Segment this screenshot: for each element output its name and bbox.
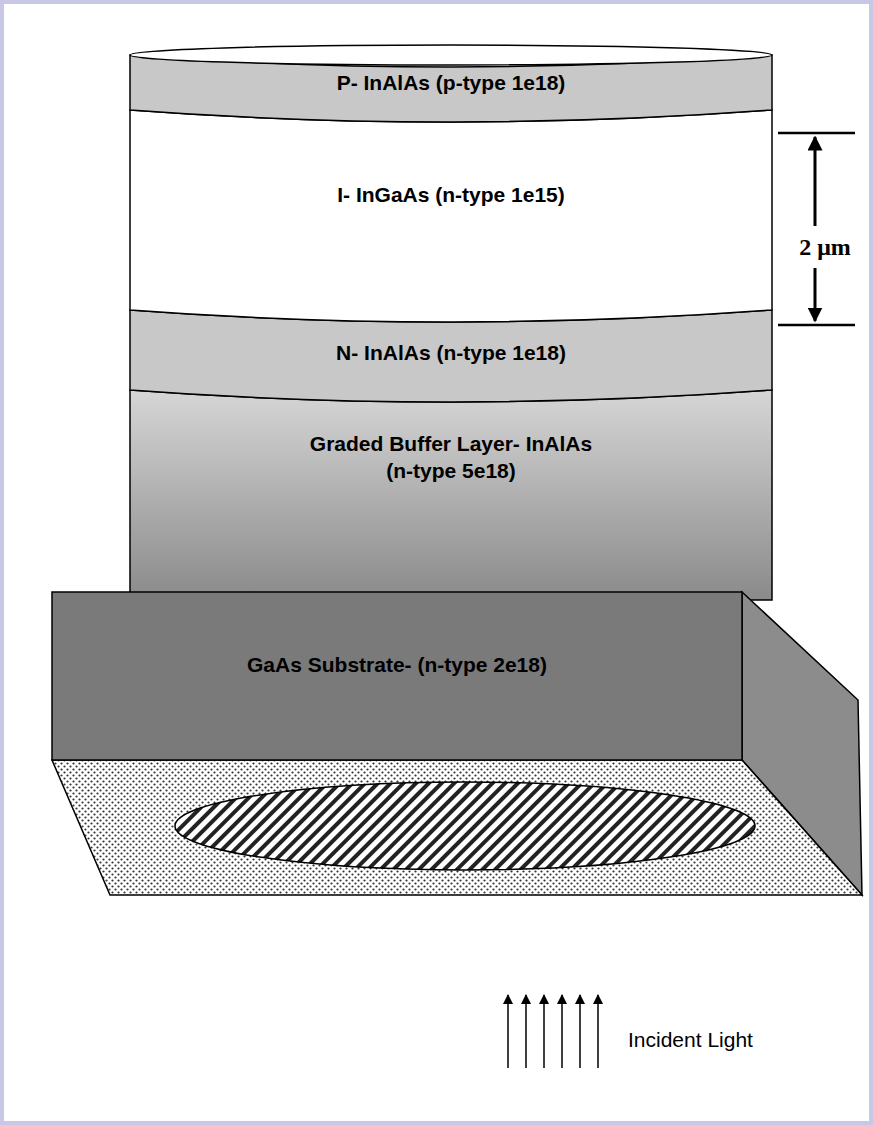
layer-label: Graded Buffer Layer- InAlAs (n-type 5e18… <box>301 430 601 485</box>
dimension-label: 2 μm <box>799 234 851 261</box>
buffer-layer-band: Graded Buffer Layer- InAlAs (n-type 5e18… <box>130 418 772 496</box>
substrate-block: GaAs Substrate- (n-type 2e18) <box>52 620 742 710</box>
i-layer-band: I- InGaAs (n-type 1e15) <box>130 165 772 225</box>
incident-light-label: Incident Light <box>628 1028 753 1052</box>
layer-label: N- InAlAs (n-type 1e18) <box>336 339 566 366</box>
p-layer-band: P- InAlAs (p-type 1e18) <box>130 62 772 104</box>
layer-label: I- InGaAs (n-type 1e15) <box>337 181 565 208</box>
n-layer-band: N- InAlAs (n-type 1e18) <box>130 330 772 376</box>
layer-label: P- InAlAs (p-type 1e18) <box>337 69 566 96</box>
layer-label: GaAs Substrate- (n-type 2e18) <box>247 651 547 678</box>
